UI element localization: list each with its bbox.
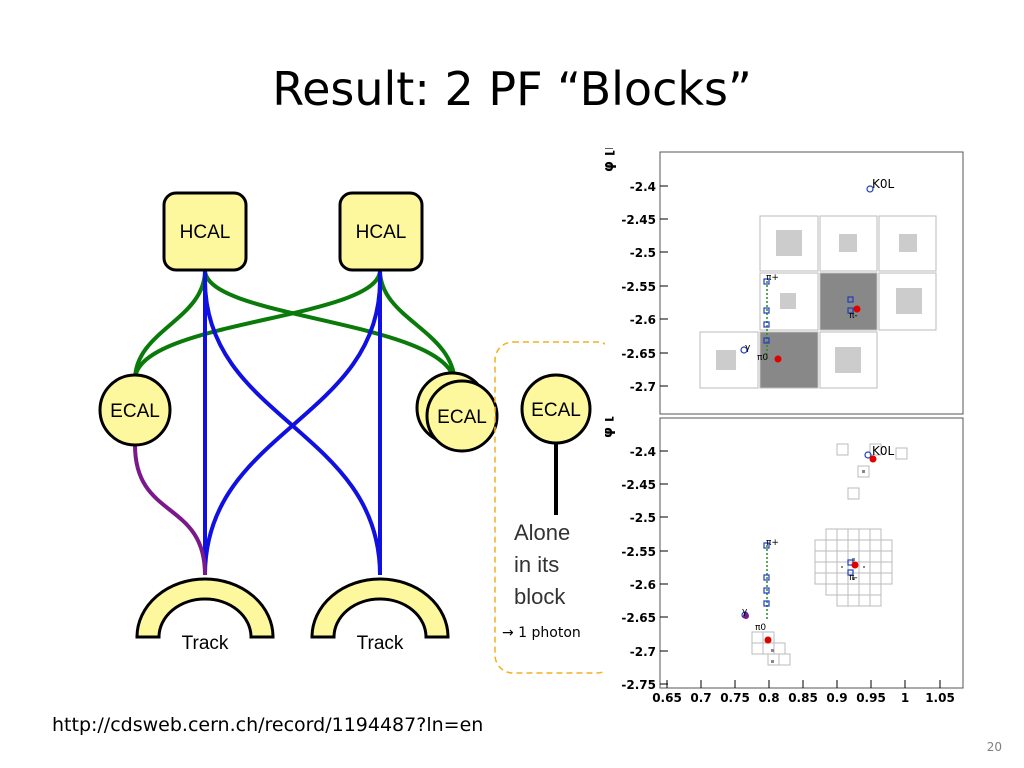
link-hcal2-ecal2 xyxy=(378,269,457,386)
photon-note: → 1 photon xyxy=(502,625,581,641)
event-display-bottom: φ [rad] -2.4 -2.45 -2.5 -2.55 -2.6 -2.65… xyxy=(605,416,967,706)
bottom-xtick: 1 xyxy=(901,691,909,705)
top-track-markers xyxy=(740,185,874,354)
page-number: 20 xyxy=(986,740,1002,754)
link-hcal2-ecal1 xyxy=(133,269,382,381)
top-gamma-label: γ xyxy=(745,343,751,353)
bottom-xticks: 0.65 0.7 0.75 0.8 0.85 0.9 0.95 1 1.05 xyxy=(652,691,955,705)
top-piminus-label: π- xyxy=(849,311,858,321)
track-label-2: Track xyxy=(357,633,404,654)
bottom-xtick: 0.85 xyxy=(788,691,818,705)
link-hcal1-ecal2 xyxy=(203,269,457,386)
bottom-ytick: -2.45 xyxy=(621,478,656,492)
bottom-piplus-label: π+ xyxy=(766,538,779,548)
hcal-track-links xyxy=(203,270,382,576)
top-piplus-label: π+ xyxy=(766,273,779,283)
top-ytick: -2.65 xyxy=(621,347,656,361)
bottom-yticks: -2.4 -2.45 -2.5 -2.55 -2.6 -2.65 -2.7 -2… xyxy=(621,445,656,692)
ecal-node-1: ECAL xyxy=(98,373,172,447)
isolated-block-box xyxy=(494,341,616,674)
bottom-xtick: 1.05 xyxy=(925,691,955,705)
bottom-xtick: 0.8 xyxy=(758,691,779,705)
bottom-gamma-label: γ xyxy=(742,607,748,617)
hcal-ecal-links xyxy=(133,269,457,386)
bottom-xtick: 0.7 xyxy=(690,691,711,705)
track-label-1: Track xyxy=(182,633,229,654)
bottom-k0l-label: K0L xyxy=(872,444,895,458)
ecal-label-3: ECAL xyxy=(531,400,581,421)
alone-line-1: Alone xyxy=(514,520,570,545)
bottom-piminus-label: π- xyxy=(849,573,858,583)
ecal-label-1: ECAL xyxy=(110,401,160,422)
top-tickmarks xyxy=(660,185,668,387)
link-hcal1-ecal1 xyxy=(133,269,207,381)
bottom-ylabel: φ [rad] xyxy=(605,416,616,438)
top-ytick: -2.55 xyxy=(621,280,656,294)
bottom-ytick: -2.55 xyxy=(621,545,656,559)
pf-block-diagram: HCAL HCAL ECAL ECAL Track Track ECAL Alo… xyxy=(98,191,616,674)
ecal-node-3: ECAL xyxy=(520,373,592,445)
hcal-label-2: HCAL xyxy=(356,222,407,243)
ecal-node-2-stacked: ECAL xyxy=(415,371,499,453)
bottom-ytick: -2.65 xyxy=(621,611,656,625)
top-ytick: -2.7 xyxy=(630,380,656,394)
bottom-tickmarks xyxy=(660,450,941,688)
hcal-node-1: HCAL xyxy=(162,191,248,272)
hcal-label-1: HCAL xyxy=(180,222,231,243)
ecal-label-2: ECAL xyxy=(437,407,487,428)
event-display-top: φ [rad] -2.4 -2.45 -2.5 -2.55 -2.6 -2.65… xyxy=(605,148,967,416)
event-display-top-svg: φ [rad] -2.4 -2.45 -2.5 -2.55 -2.6 -2.65… xyxy=(605,148,964,415)
bottom-ytick: -2.7 xyxy=(630,645,656,659)
top-ytick: -2.5 xyxy=(630,246,656,260)
event-display-bottom-svg: φ [rad] -2.4 -2.45 -2.5 -2.55 -2.6 -2.65… xyxy=(605,416,964,705)
link-hcal2-track1 xyxy=(203,279,382,576)
bottom-hcal-cells xyxy=(751,443,908,666)
top-ytick: -2.4 xyxy=(630,180,656,194)
bottom-xtick: 0.95 xyxy=(856,691,886,705)
slide-title: Result: 2 PF “Blocks” xyxy=(272,62,752,116)
top-yticks: -2.4 -2.45 -2.5 -2.55 -2.6 -2.65 -2.7 xyxy=(621,180,656,394)
bottom-xtick: 0.75 xyxy=(720,691,750,705)
bottom-xtick: 0.9 xyxy=(826,691,847,705)
bottom-ytick: -2.75 xyxy=(621,678,656,692)
top-ecal-cells xyxy=(699,215,937,389)
hcal-node-2: HCAL xyxy=(338,191,424,272)
top-pizero-label: π0 xyxy=(757,353,768,363)
source-url[interactable]: http://cdsweb.cern.ch/record/1194487?ln=… xyxy=(52,714,484,736)
alone-line-2: in its xyxy=(514,552,559,577)
top-ytick: -2.45 xyxy=(621,213,656,227)
bottom-pizero-label: π0 xyxy=(755,623,766,633)
bottom-track-markers xyxy=(741,451,872,619)
track-node-2: Track xyxy=(310,577,450,654)
top-k0l-label: K0L xyxy=(872,177,895,191)
alone-line-3: block xyxy=(514,584,566,609)
link-ecal1-track1 xyxy=(133,444,207,576)
bottom-ytick: -2.4 xyxy=(630,445,656,459)
top-ylabel: φ [rad] xyxy=(605,148,617,172)
bottom-ytick: -2.5 xyxy=(630,511,656,525)
bottom-xtick: 0.65 xyxy=(652,691,682,705)
bottom-ytick: -2.6 xyxy=(630,578,656,592)
track-node-1: Track xyxy=(135,577,275,654)
top-ytick: -2.6 xyxy=(630,313,656,327)
